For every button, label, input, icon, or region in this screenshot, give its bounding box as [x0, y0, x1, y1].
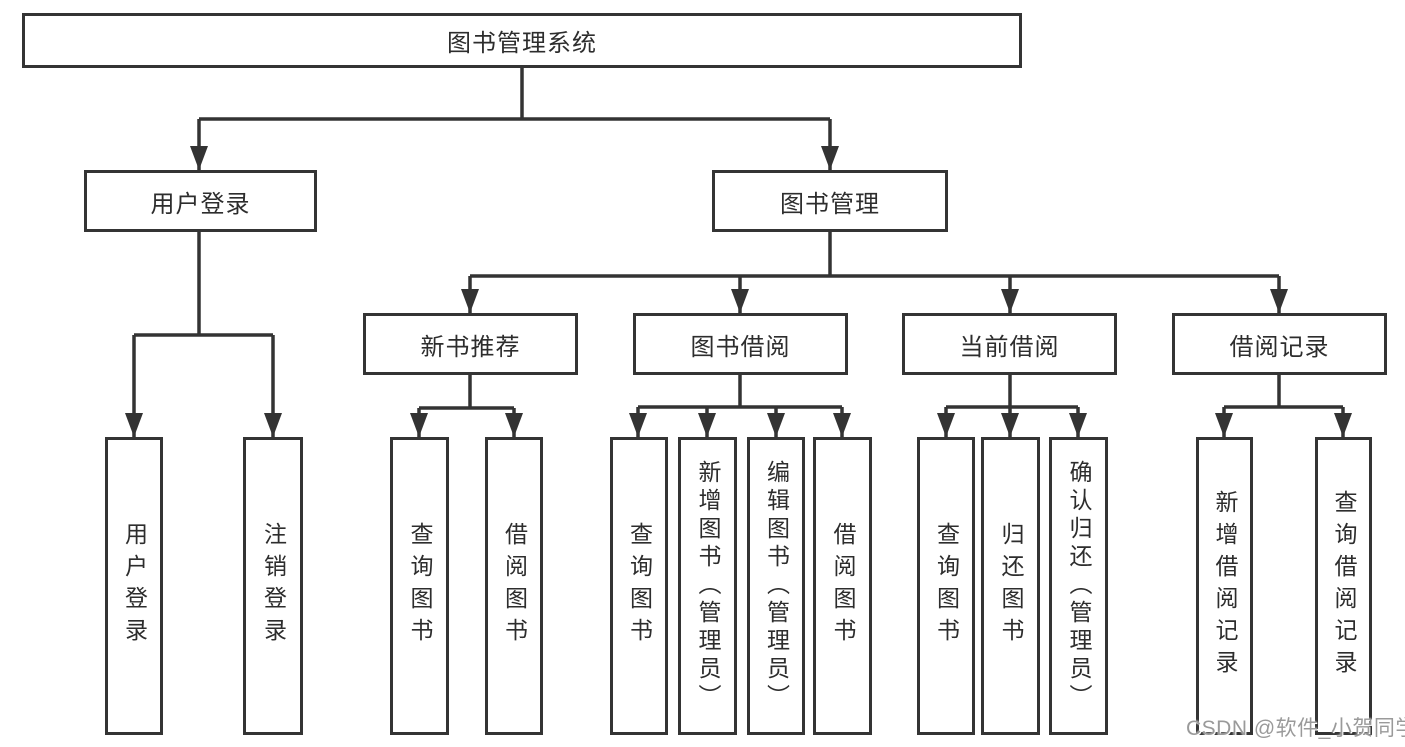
leaf-label: 归还图书	[998, 522, 1024, 650]
leaf-label: 注销登录	[260, 522, 287, 650]
leaf-query-books-recommend: 查询图书	[390, 437, 449, 735]
leaf-label: 查询图书	[407, 522, 433, 650]
node-borrow-records: 借阅记录	[1172, 313, 1387, 375]
leaf-user-login: 用户登录	[105, 437, 163, 735]
leaf-logout: 注销登录	[243, 437, 303, 735]
leaf-label: 借阅图书	[501, 522, 528, 650]
connector-arrows	[125, 68, 1352, 437]
leaf-query-borrow-record: 查询借阅记录	[1315, 437, 1372, 735]
leaf-borrow-books: 借阅图书	[813, 437, 872, 735]
leaf-add-books-admin: 新增图书（管理员）	[678, 437, 737, 735]
leaf-label: 查询图书	[933, 522, 960, 650]
node-book-management-module: 图书管理	[712, 170, 948, 232]
leaf-label: 编辑图书（管理员）	[763, 460, 790, 712]
leaf-query-books-current: 查询图书	[917, 437, 975, 735]
node-new-book-recommend: 新书推荐	[363, 313, 578, 375]
leaf-confirm-return-admin: 确认归还（管理员）	[1049, 437, 1108, 735]
csdn-watermark: CSDN @软件_小贺同学	[1186, 717, 1405, 740]
node-user-login-module: 用户登录	[84, 170, 317, 232]
node-library-management-system: 图书管理系统	[22, 13, 1022, 68]
leaf-label: 查询借阅记录	[1331, 490, 1357, 682]
leaf-label: 借阅图书	[830, 522, 856, 650]
leaf-label: 确认归还（管理员）	[1066, 460, 1092, 712]
leaf-return-books: 归还图书	[981, 437, 1040, 735]
leaf-label: 新增借阅记录	[1212, 490, 1238, 682]
leaf-edit-books-admin: 编辑图书（管理员）	[747, 437, 805, 735]
leaf-label: 查询图书	[626, 522, 653, 650]
node-book-borrow: 图书借阅	[633, 313, 848, 375]
leaf-label: 新增图书（管理员）	[695, 460, 721, 712]
leaf-add-borrow-record: 新增借阅记录	[1196, 437, 1253, 735]
leaf-borrow-books-recommend: 借阅图书	[485, 437, 543, 735]
leaf-query-books-borrow: 查询图书	[610, 437, 668, 735]
leaf-label: 用户登录	[121, 522, 148, 650]
node-current-borrow: 当前借阅	[902, 313, 1117, 375]
